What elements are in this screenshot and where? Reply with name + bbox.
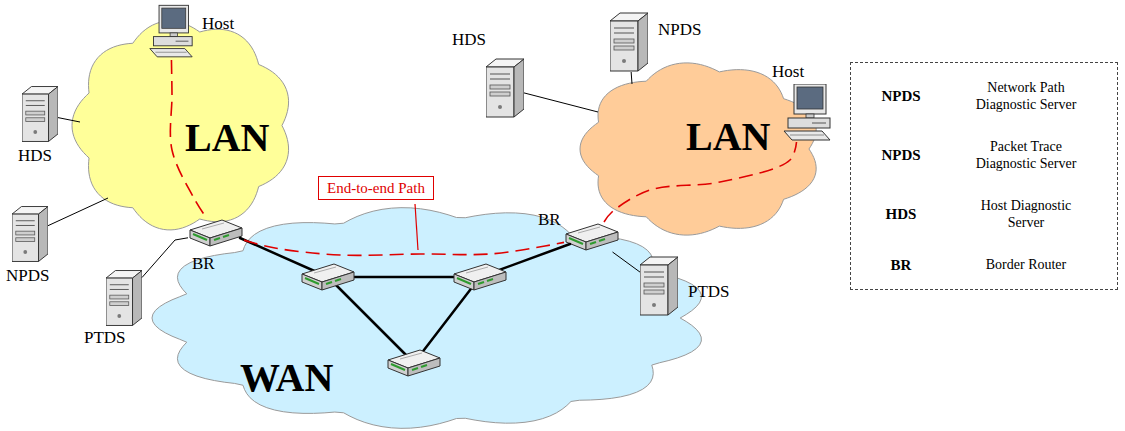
border-router: BR bbox=[188, 218, 244, 274]
diagnostic-server: HDS bbox=[18, 86, 58, 166]
network-link bbox=[58, 118, 80, 122]
server-icon bbox=[486, 58, 524, 118]
computer-icon bbox=[782, 84, 832, 142]
legend-description: Packet Trace Diagnostic Server bbox=[964, 138, 1089, 172]
network-link bbox=[524, 93, 598, 112]
network-link bbox=[48, 198, 108, 226]
diagnostic-server: PTDS bbox=[84, 270, 142, 348]
device-label: PTDS bbox=[84, 328, 126, 348]
wan-link bbox=[328, 277, 414, 363]
server-symbol bbox=[12, 207, 48, 262]
callout-leader bbox=[415, 204, 418, 250]
callout-text: End-to-end Path bbox=[327, 178, 425, 198]
legend-description: Border Router bbox=[986, 256, 1066, 273]
computer-icon bbox=[148, 4, 194, 60]
server-symbol bbox=[486, 59, 524, 117]
server-symbol bbox=[106, 271, 142, 326]
network-label: WAN bbox=[240, 355, 333, 401]
device-label: Host bbox=[772, 62, 804, 82]
device-label: PTDS bbox=[688, 282, 730, 302]
router-symbol bbox=[190, 220, 242, 246]
router-icon bbox=[188, 218, 244, 248]
callout-box: End-to-end Path bbox=[318, 176, 434, 200]
router-icon bbox=[564, 222, 620, 252]
legend-box: NPDSNetwork Path Diagnostic ServerNPDSPa… bbox=[850, 62, 1118, 290]
device-label: HDS bbox=[18, 146, 52, 166]
host-computer: Host bbox=[772, 62, 832, 142]
network-link bbox=[613, 252, 640, 272]
wan-cloud: WAN bbox=[150, 205, 710, 431]
end-to-end-path bbox=[170, 60, 206, 218]
network-link bbox=[631, 72, 633, 84]
border-router: BR bbox=[538, 210, 620, 252]
legend-abbreviation: NPDS bbox=[881, 87, 920, 105]
device-label: NPDS bbox=[658, 20, 701, 40]
server-symbol bbox=[610, 13, 648, 71]
server-icon bbox=[22, 86, 58, 142]
diagnostic-server: HDS bbox=[452, 30, 524, 118]
legend-abbreviation: HDS bbox=[886, 205, 917, 223]
device-label: NPDS bbox=[6, 266, 49, 286]
diagnostic-server: NPDS bbox=[6, 206, 50, 286]
device-label: BR bbox=[192, 254, 215, 274]
end-to-end-path bbox=[244, 240, 564, 255]
cloud-shape bbox=[72, 21, 289, 230]
legend-abbreviation: NPDS bbox=[881, 146, 920, 164]
wan-link bbox=[414, 277, 480, 363]
wan-router bbox=[388, 350, 440, 376]
network-link bbox=[142, 238, 188, 278]
cloud-outline bbox=[150, 205, 710, 431]
wan-link bbox=[240, 238, 328, 277]
lan-cloud: LAN bbox=[578, 60, 823, 238]
router-symbol bbox=[566, 224, 618, 250]
wan-link bbox=[480, 244, 570, 277]
device-label: BR bbox=[538, 210, 561, 230]
server-icon bbox=[12, 206, 48, 262]
network-label: LAN bbox=[185, 115, 269, 161]
server-symbol bbox=[640, 257, 678, 315]
cloud-shape bbox=[580, 63, 816, 235]
legend-description: Network Path Diagnostic Server bbox=[964, 79, 1089, 113]
server-icon bbox=[106, 270, 142, 326]
legend-description: Host Diagnostic Server bbox=[964, 197, 1089, 231]
server-icon bbox=[610, 12, 648, 72]
cloud-shape bbox=[152, 208, 701, 429]
lan-cloud: LAN bbox=[70, 18, 295, 233]
server-icon bbox=[640, 256, 678, 316]
wan-link bbox=[328, 276, 480, 279]
diagnostic-server: PTDS bbox=[640, 256, 730, 316]
end-to-end-path bbox=[604, 142, 797, 222]
device-label: HDS bbox=[452, 30, 486, 50]
device-label: Host bbox=[202, 14, 234, 34]
host-computer: Host bbox=[148, 4, 235, 60]
diagnostic-server: NPDS bbox=[610, 12, 702, 72]
server-symbol bbox=[22, 87, 58, 142]
legend-abbreviation: BR bbox=[891, 256, 912, 274]
wan-router bbox=[454, 264, 506, 290]
network-label: LAN bbox=[686, 114, 770, 160]
wan-router bbox=[302, 264, 354, 290]
